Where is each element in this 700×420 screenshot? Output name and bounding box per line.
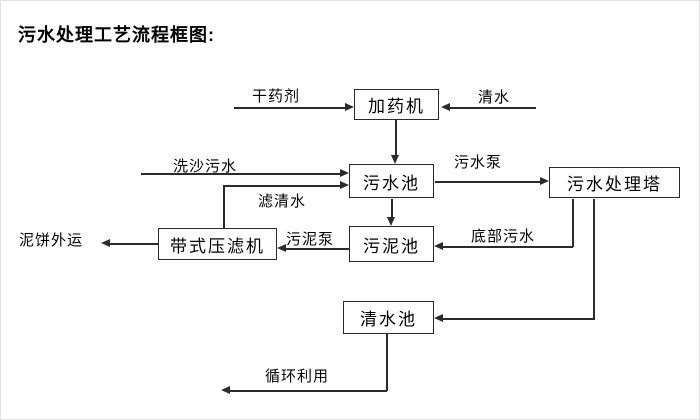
node-belt-filter-press: 带式压滤机 [158,228,277,260]
label-sand-wash-sewage: 洗沙污水 [173,158,238,175]
edge-sand-wash-line [141,173,342,175]
arrowhead-recycling-icon [221,386,230,394]
edge-recycling-vline [386,334,388,391]
edge-mud-cake-line [110,243,158,245]
arrowhead-into-sewage-top-icon [391,155,399,164]
label-sewage-pump: 污水泵 [454,154,503,171]
node-dosing-machine: 加药机 [354,89,439,120]
edge-recycling-hline [230,390,387,392]
arrowhead-into-dosing-left-icon [345,103,354,111]
label-clean-water: 清水 [478,89,511,106]
edge-sludge-pump-line [286,248,349,250]
label-filtered-water: 滤清水 [258,193,307,210]
label-dry-agent: 干药剂 [252,88,301,105]
node-sewage-pool: 污水池 [349,164,434,198]
edge-sewage-pump-line [435,181,542,183]
edge-bottom-sewage-vline [572,199,574,247]
edge-dry-agent-line [234,107,348,109]
arrowhead-into-press-icon [277,244,286,252]
page-title: 污水处理工艺流程框图: [18,25,215,45]
edge-filtered-water-hline [223,185,342,187]
label-sludge-pump: 污泥泵 [286,231,335,248]
arrowhead-into-dosing-right-icon [441,103,450,111]
edge-dosing-to-sewage-line [395,120,397,157]
edge-tower-to-clean-vline [593,199,595,320]
arrowhead-into-clean-right-icon [434,314,443,322]
label-bottom-sewage: 底部污水 [471,228,536,245]
node-clean-water-pool: 清水池 [343,301,434,334]
arrowhead-into-sewage-left1-icon [340,169,349,177]
node-sludge-pool: 污泥池 [349,226,434,262]
edge-bottom-sewage-hline [443,246,573,248]
edge-clean-water-line [450,107,536,109]
arrowhead-into-sludge-top-icon [387,217,395,226]
edge-sewage-to-sludge-line [391,199,393,219]
edge-tower-to-clean-hline [443,318,594,320]
node-treatment-tower: 污水处理塔 [549,167,680,198]
label-recycling: 循环利用 [265,368,330,385]
arrowhead-into-sludge-right-icon [434,242,443,250]
edge-filtered-water-vline [223,186,225,228]
arrowhead-mud-cake-icon [101,239,110,247]
arrowhead-into-sewage-left2-icon [340,181,349,189]
label-mud-cake-out: 泥饼外运 [19,232,84,249]
arrowhead-into-tower-icon [540,177,549,185]
